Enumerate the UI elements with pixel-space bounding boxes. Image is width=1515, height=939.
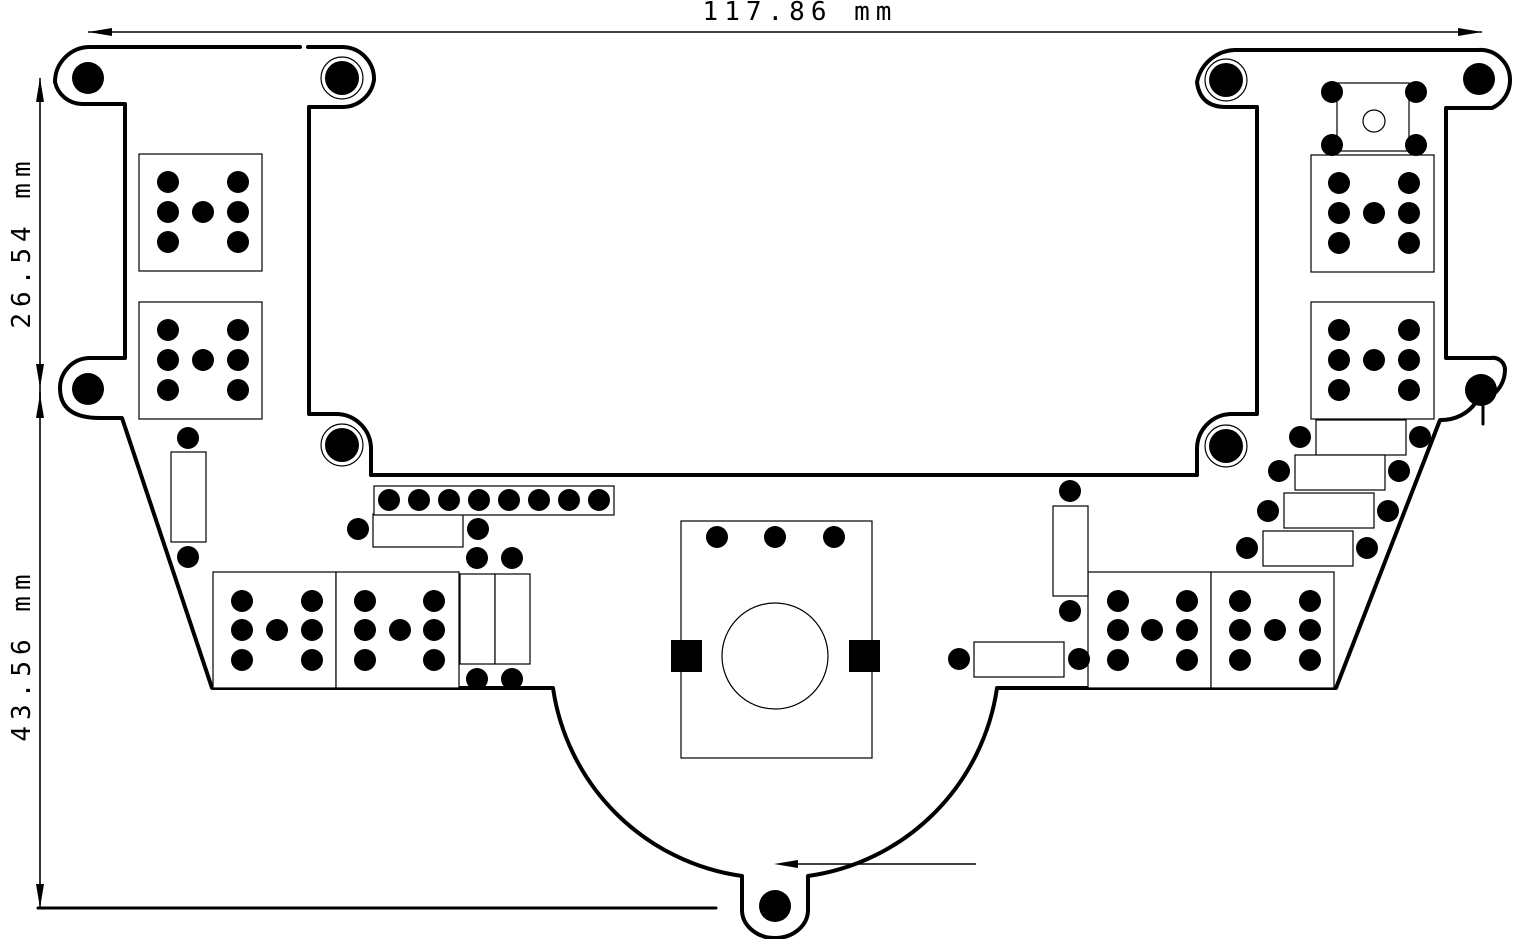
mounting-hole-ring [320,56,364,100]
width-dimension-label: 117.86 mm [703,0,898,27]
mounting-hole-bottom-inner-left [325,428,359,462]
mounting-hole-ring [1204,424,1248,468]
mounting-hole-top-right [1463,63,1495,95]
lower-height-dimension: 43.56 mm [7,392,718,910]
resistor-right-horizontal-low [948,641,1090,678]
mounting-holes [72,56,1497,922]
width-dimension: 117.86 mm [88,0,1482,36]
resistor-footprints [170,419,1431,690]
switch-footprint-bottom-left-2 [335,571,460,689]
switch-footprint-bottom-right-1 [1087,571,1212,689]
resistor-vertical-a [459,547,496,690]
resistor-stack-3 [1257,492,1399,529]
board-outline [53,45,1513,939]
encoder-footprint [671,520,880,759]
switch-footprint-bottom-left-1 [212,571,337,689]
switch-footprint-left-top [138,153,263,272]
lower-height-dimension-label: 43.56 mm [7,568,37,741]
mounting-hole-bottom-inner-right [1209,429,1243,463]
resistor-right-vertical [1052,480,1089,622]
resistor-vertical-b [494,547,531,690]
sensor-footprint [1321,81,1427,156]
upper-height-dimension-label: 26.54 mm [7,155,37,328]
leader-arrow [774,860,976,868]
resistor-center-left-horizontal [347,513,489,548]
pin-header-8 [373,485,615,516]
mounting-hole-mid-left [72,373,104,405]
mounting-hole-top-inner-left [325,61,359,95]
mounting-hole-ring [1204,58,1248,102]
mounting-hole-top-left [72,62,104,94]
upper-height-dimension: 26.54 mm [7,78,44,408]
mounting-hole-mid-right [1465,374,1497,406]
resistor-left-vertical [170,427,207,568]
mounting-hole-top-inner-right [1209,63,1243,97]
mounting-hole-ring [320,423,364,467]
switch-footprint-right-bottom [1310,301,1435,420]
switch-footprint-right-top [1310,154,1435,273]
switch-footprints [138,153,1435,689]
resistor-stack-1 [1289,419,1431,456]
switch-footprint-left-bottom [138,301,263,420]
resistor-stack-2 [1268,454,1410,491]
resistor-stack-4 [1236,530,1378,567]
switch-footprint-bottom-right-2 [1210,571,1335,689]
mounting-hole-bottom-center [759,890,791,922]
